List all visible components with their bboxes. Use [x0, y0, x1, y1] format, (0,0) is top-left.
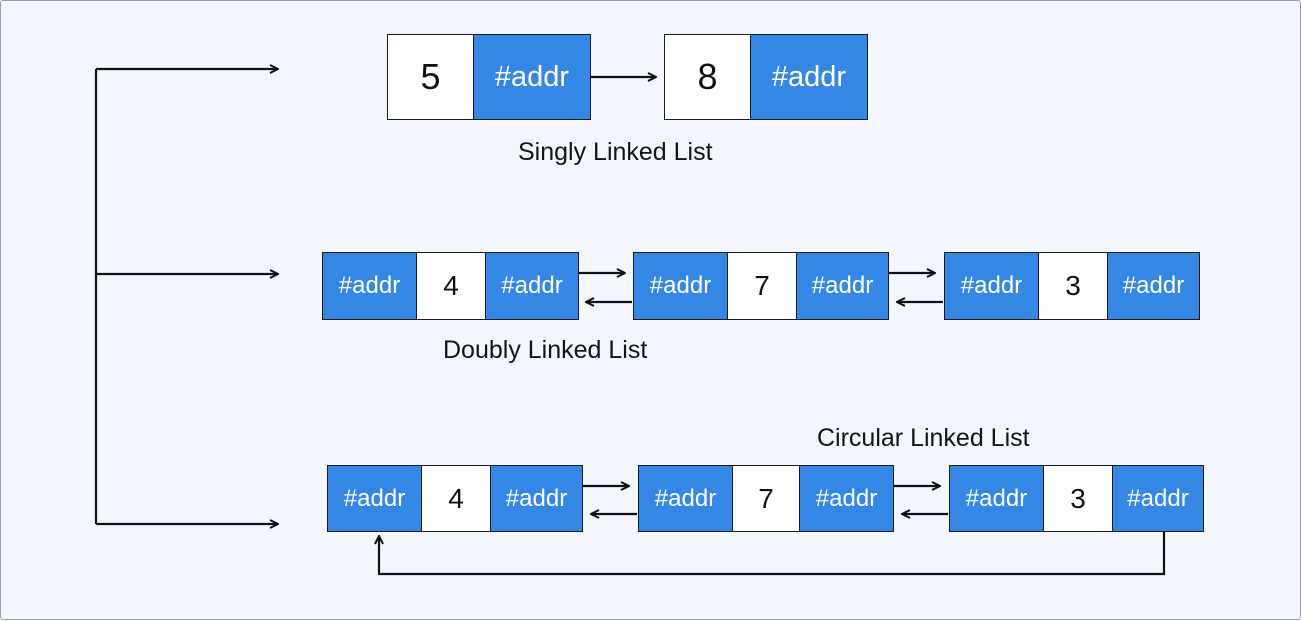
doubly-node-3-value: 3 — [1038, 252, 1108, 320]
doubly-node-2-next: #addr — [796, 252, 889, 320]
circular-node-1-next: #addr — [490, 465, 583, 532]
circular-wrap-arrow — [379, 532, 1166, 576]
doubly-node-1-prev: #addr — [322, 252, 417, 320]
doubly-node-3-prev: #addr — [944, 252, 1039, 320]
doubly-node-3-next: #addr — [1107, 252, 1200, 320]
circular-node-1-value: 4 — [421, 465, 491, 532]
doubly-node-1-value: 4 — [416, 252, 486, 320]
singly-node-2-next: #addr — [750, 34, 868, 120]
circular-node-2-value: 7 — [732, 465, 800, 532]
singly-node-1-value: 5 — [387, 34, 474, 120]
doubly-node-2-value: 7 — [727, 252, 797, 320]
circular-node-2-prev: #addr — [638, 465, 733, 532]
circular-label: Circular Linked List — [817, 424, 1030, 452]
circular-node-1-prev: #addr — [327, 465, 422, 532]
doubly-node-2-prev: #addr — [633, 252, 728, 320]
singly-node-2-value: 8 — [664, 34, 751, 120]
doubly-node-1-next: #addr — [485, 252, 579, 320]
circular-node-3-next: #addr — [1112, 465, 1204, 532]
singly-node-1-next: #addr — [473, 34, 591, 120]
circular-node-3-prev: #addr — [949, 465, 1044, 532]
singly-label: Singly Linked List — [518, 138, 713, 166]
circular-node-3-value: 3 — [1043, 465, 1113, 532]
circular-node-2-next: #addr — [799, 465, 894, 532]
doubly-label: Doubly Linked List — [443, 336, 648, 364]
